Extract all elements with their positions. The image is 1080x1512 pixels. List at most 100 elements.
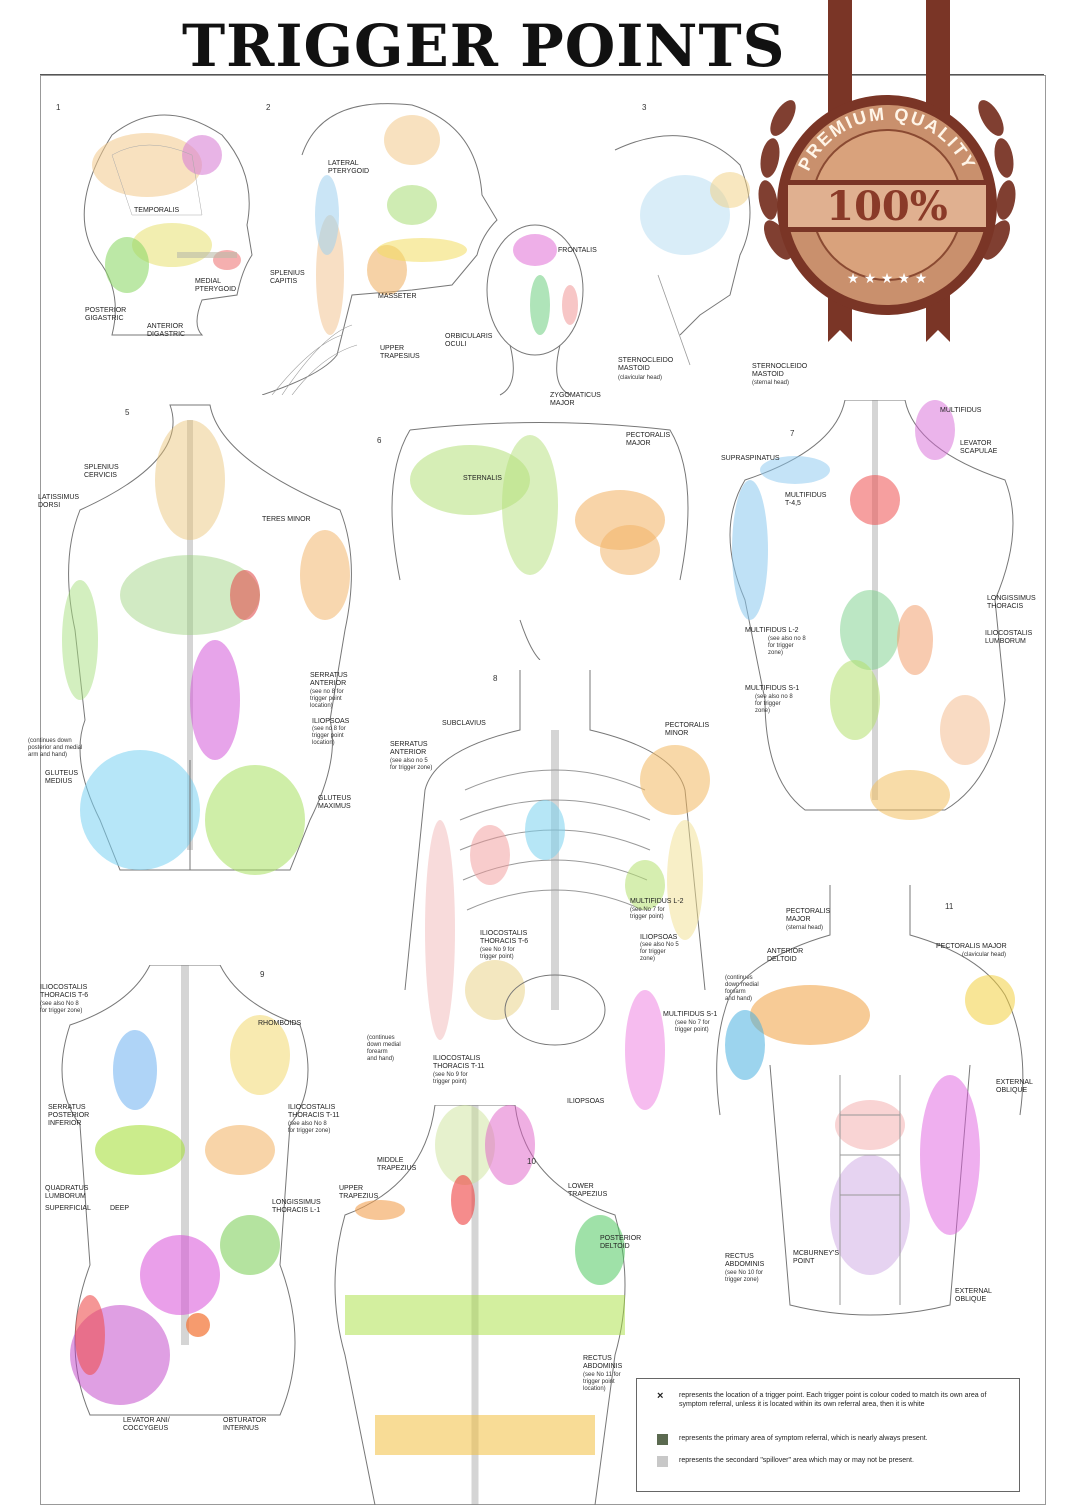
note-iliocostalis-t6-9: (see also No 8 for trigger zone) xyxy=(40,1001,83,1014)
figure-9-lower-back: 9 ILIOCOSTALIS THORACIS T-6 (see also No… xyxy=(40,965,339,1445)
note-iliocostalis-t6-8: (see No 9 for trigger point) xyxy=(480,947,515,960)
label-temporalis: TEMPORALIS xyxy=(134,207,180,214)
label-frontalis: FRONTALIS xyxy=(558,247,597,254)
label-splenius-capitis: SPLENIUS CAPITIS xyxy=(270,270,305,285)
spillover-area-swatch xyxy=(657,1456,668,1467)
note-rectus-abdominis-10: (see No 11 for trigger point location) xyxy=(583,1372,621,1392)
note-rectus-abdominis-11: (see No 10 for trigger zone) xyxy=(725,1270,764,1283)
label-multifidus-t45: MULTIFIDUS T-4,5 xyxy=(785,492,827,507)
label-lower-trapezius: LOWER TRAPEZIUS xyxy=(568,1183,608,1198)
label-posterior-digastric: POSTERIOR GIGASTRIC xyxy=(85,307,127,322)
figure-10-trapezius: 10 MIDDLE TRAPEZIUS UPPER TRAPEZIUS LOWE… xyxy=(325,1105,645,1505)
label-quadratus-lumborum: QUADRATUS LUMBORUM xyxy=(45,1185,89,1200)
label-splenius-cervicis: SPLENIUS CERVICIS xyxy=(84,464,119,479)
label-multifidus-s1-8: MULTIFIDUS S-1 xyxy=(663,1011,718,1018)
primary-area-swatch xyxy=(657,1434,668,1445)
label-rectus-abdominis-11: RECTUS ABDOMINIS xyxy=(725,1253,765,1268)
figure-9-illustration xyxy=(61,965,309,1416)
figure-1-illustration xyxy=(83,114,253,336)
note-iliocostalis-t11-9: (see also No 8 for trigger zone) xyxy=(288,1121,331,1134)
label-anterior-digastric: ANTERIOR DIGASTRIC xyxy=(147,323,186,338)
figure-3-number: 3 xyxy=(642,103,647,112)
label-iliocostalis-t6-8: ILIOCOSTALIS THORACIS T-6 xyxy=(480,930,529,945)
label-iliocostalis-lumborum: ILIOCOSTALIS LUMBORUM xyxy=(985,630,1033,645)
label-pectoralis-major-clavicular: PECTORALIS MAJOR xyxy=(936,943,1007,950)
note-iliopsoas-5: (see no 8 for trigger point location) xyxy=(312,726,346,746)
figure-2-neck-lateral: 2 LATERAL PTERYGOID SPLENIUS CAPITIS MAS… xyxy=(262,95,507,395)
note-multifidus-s1-8: (see No 7 for trigger point) xyxy=(675,1020,710,1033)
note-scm-clavicular-head: (clavicular head) xyxy=(618,375,663,381)
label-scm-sternal: STERNOCLEIDO MASTOID xyxy=(752,363,808,378)
label-longissimus-thoracis: LONGISSIMUS THORACIS xyxy=(987,595,1036,610)
legend-text-trigger-point: represents the location of a trigger poi… xyxy=(679,1392,987,1408)
note-sternal-head: (sternal head) xyxy=(786,925,824,931)
figure-8-ribcage: 8 SUBCLAVIUS PECTORALIS MINOR SERRATUS A… xyxy=(345,670,740,1140)
label-deep: DEEP xyxy=(110,1205,130,1212)
label-multifidus-l2: MULTIFIDUS L-2 xyxy=(745,627,799,634)
label-mcburneys-point: McBURNEY'S POINT xyxy=(793,1250,840,1265)
note-multifidus-l2-8: (see No 7 for trigger point) xyxy=(630,907,665,920)
figure-10-number: 10 xyxy=(527,1157,536,1166)
label-serratus-anterior-5: SERRATUS ANTERIOR xyxy=(310,672,348,687)
label-iliopsoas-8: ILIOPSOAS xyxy=(640,934,678,941)
figure-9-number: 9 xyxy=(260,970,265,979)
note-serratus-anterior-5: (see no 8 for trigger point location) xyxy=(310,689,344,709)
label-multifidus: MULTIFIDUS xyxy=(940,407,982,414)
note-multifidus-l2: (see also no 8 for trigger zone) xyxy=(768,636,806,656)
note-clavicular-head: (clavicular head) xyxy=(962,952,1007,958)
figure-5-back: 5 SPLENIUS CERVICIS LATISSIMUS DORSI TER… xyxy=(28,400,380,900)
premium-quality-badge: PREMIUM QUALITY 100% ★ ★ ★ ★ ★ xyxy=(738,0,1036,342)
label-sternalis: STERNALIS xyxy=(463,475,502,482)
figure-8-illustration xyxy=(404,670,710,1110)
figure-7-illustration xyxy=(729,400,1014,820)
poster-frame xyxy=(40,75,1046,1505)
label-pectoralis-major-6: PECTORALIS MAJOR xyxy=(626,432,671,447)
note-multifidus-s1: (see also no 8 for trigger zone) xyxy=(755,694,793,714)
label-longissimus-l1: LONGISSIMUS THORACIS L-1 xyxy=(272,1199,321,1214)
label-rectus-abdominis-10: RECTUS ABDOMINIS xyxy=(583,1355,623,1370)
figure-5-illustration xyxy=(62,404,352,875)
label-iliocostalis-t11-8: ILIOCOSTALIS THORACIS T-11 xyxy=(433,1055,485,1070)
note-arm-continues-8a: (continues down medial forearm and hand) xyxy=(367,1035,401,1062)
label-serratus-anterior-8: SERRATUS ANTERIOR xyxy=(390,741,428,756)
figure-1-number: 1 xyxy=(56,103,61,112)
figure-7-number: 7 xyxy=(790,429,795,438)
poster-title: TRIGGER POINTS xyxy=(182,12,786,80)
label-iliocostalis-t6-9: ILIOCOSTALIS THORACIS T-6 xyxy=(40,984,89,999)
label-external-oblique-lower: EXTERNAL OBLIQUE xyxy=(955,1288,992,1303)
figure-1-head-lateral: 1 TEMPORALIS MEDIAL PTERYGOID POSTERIOR … xyxy=(52,95,262,355)
label-medial-pterygoid: MEDIAL PTERYGOID xyxy=(195,278,237,293)
note-serratus-anterior-8: (see also no 5 for trigger zone) xyxy=(390,758,433,771)
badge-center-text: 100% xyxy=(826,183,948,230)
note-latissimus-continues: (continues down posterior and medial arm… xyxy=(28,738,83,758)
label-middle-trapezius: MIDDLE TRAPEZIUS xyxy=(377,1157,417,1172)
note-iliopsoas-8: (see also No 5 for trigger zone) xyxy=(640,942,679,962)
badge-graphic: PREMIUM QUALITY 100% ★ ★ ★ ★ ★ xyxy=(758,0,1016,342)
figure-11-front-torso: 11 PECTORALIS MAJOR (sternal head) PECTO… xyxy=(700,885,1035,1355)
label-subclavius: SUBCLAVIUS xyxy=(442,720,486,727)
label-levator-scapulae: LEVATOR SCAPULAE xyxy=(960,440,998,455)
legend-box: × represents the location of a trigger p… xyxy=(636,1378,1020,1492)
label-pectoralis-major-sternal: PECTORALIS MAJOR xyxy=(786,908,831,923)
figure-10-illustration xyxy=(334,1105,626,1505)
trigger-point-x-icon: × xyxy=(657,1390,664,1402)
label-levator-ani: LEVATOR ANI/ COCCYGEUS xyxy=(123,1417,170,1432)
legend-text-primary-area: represents the primary area of symptom r… xyxy=(679,1435,928,1442)
badge-stars: ★ ★ ★ ★ ★ xyxy=(847,271,928,287)
figure-11-illustration xyxy=(716,885,1024,1316)
figure-3-illustration xyxy=(486,135,751,396)
label-iliopsoas-5: ILIOPSOAS xyxy=(312,718,350,725)
label-anterior-deltoid: ANTERIOR DELTOID xyxy=(767,948,804,963)
label-orbicularis-oculi: ORBICULARIS OCULI xyxy=(445,333,493,348)
label-upper-trapesius: UPPER TRAPESIUS xyxy=(380,345,420,360)
label-iliopsoas-8b: ILIOPSOAS xyxy=(567,1098,605,1105)
label-posterior-deltoid: POSTERIOR DELTOID xyxy=(600,1235,642,1250)
label-external-oblique-upper: EXTERNAL OBLIQUE xyxy=(996,1079,1033,1094)
legend-text-spillover-area: represents the secondard "spillover" are… xyxy=(679,1457,914,1464)
label-scm-clavicular: STERNOCLEIDO MASTOID xyxy=(618,357,674,372)
label-zygomaticus-major: ZYGOMATICUS MAJOR xyxy=(550,392,601,407)
label-upper-trapezius-10: UPPER TRAPEZIUS xyxy=(339,1185,379,1200)
label-serratus-posterior-inferior: SERRATUS POSTERIOR INFERIOR xyxy=(48,1104,90,1127)
note-arm-continues-11: (continues down medial forearm and hand) xyxy=(725,975,759,1002)
label-gluteus-maximus: GLUTEUS MAXIMUS xyxy=(318,795,352,810)
